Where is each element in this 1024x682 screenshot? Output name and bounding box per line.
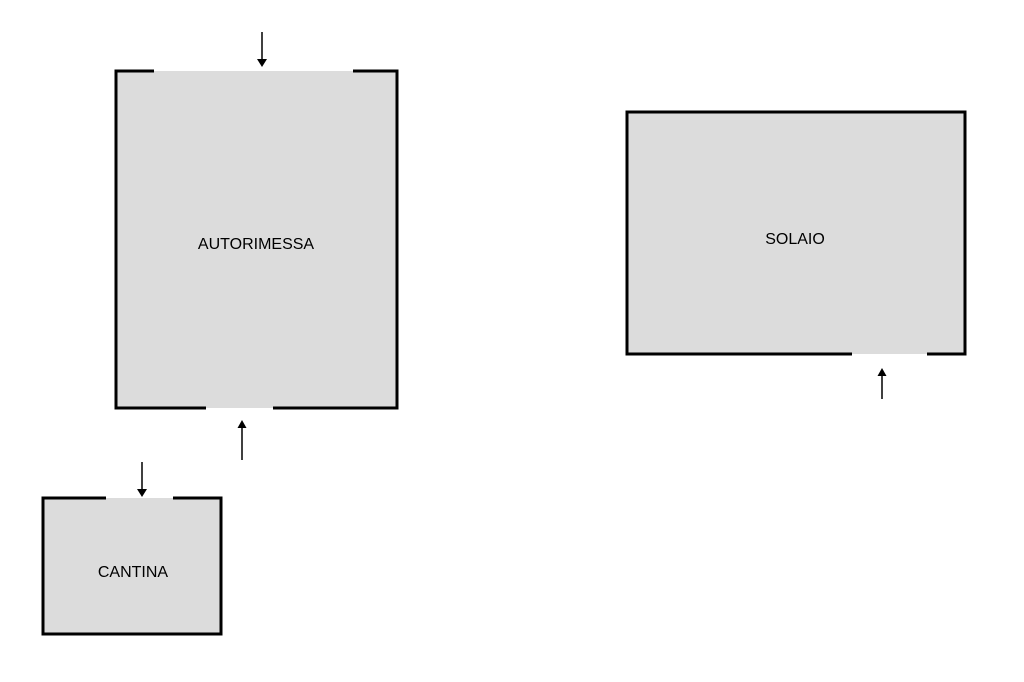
arrow-up-icon	[877, 368, 887, 399]
room-cantina-floor	[43, 498, 221, 634]
arrow-down-icon	[257, 32, 267, 67]
room-solaio: SOLAIO	[625, 110, 967, 356]
room-cantina-label: CANTINA	[98, 564, 169, 581]
room-autorimessa-floor	[116, 71, 397, 408]
room-autorimessa-label: AUTORIMESSA	[198, 236, 315, 253]
arrow-down-icon	[137, 462, 147, 497]
room-autorimessa: AUTORIMESSA	[114, 69, 399, 410]
room-solaio-label: SOLAIO	[765, 231, 825, 248]
room-cantina: CANTINA	[41, 496, 223, 636]
room-solaio-floor	[627, 112, 965, 354]
arrow-up-icon	[237, 420, 247, 460]
